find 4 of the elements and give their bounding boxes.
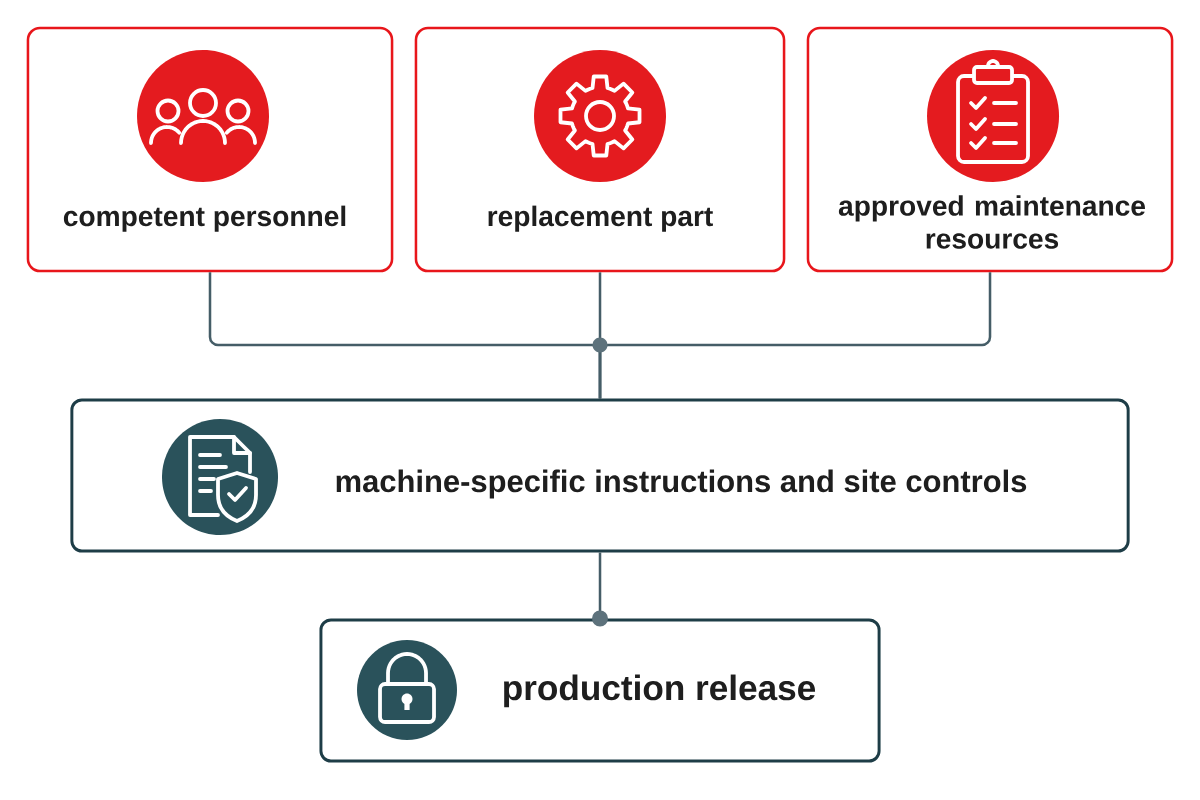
connector-line [592, 552, 608, 627]
process-box: production release [319, 618, 881, 763]
connector-line [598, 272, 992, 399]
process-box: machine-specific instructions and site controls [70, 398, 1130, 553]
